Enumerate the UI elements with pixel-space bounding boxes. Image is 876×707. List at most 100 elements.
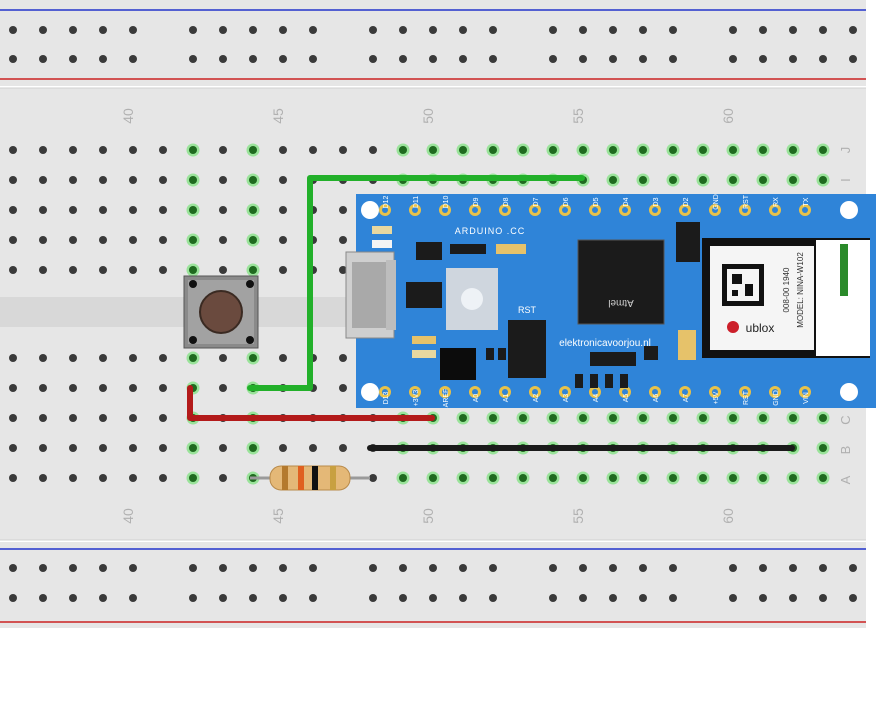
breadboard-hole — [219, 206, 227, 214]
breadboard-hole — [189, 354, 197, 362]
column-number: 45 — [270, 108, 286, 124]
breadboard-hole — [459, 55, 467, 63]
breadboard-hole — [699, 146, 707, 154]
breadboard-hole — [279, 564, 287, 572]
breadboard-hole — [399, 594, 407, 602]
arduino-pin-hole — [412, 207, 418, 213]
arduino-pin-hole — [802, 207, 808, 213]
breadboard-hole — [189, 55, 197, 63]
breadboard-hole — [219, 266, 227, 274]
pin-label: GND — [713, 194, 720, 210]
breadboard-hole — [429, 55, 437, 63]
breadboard-hole — [249, 26, 257, 34]
breadboard-hole — [669, 55, 677, 63]
arduino-pin-hole — [622, 389, 628, 395]
breadboard-hole — [69, 206, 77, 214]
breadboard-hole — [549, 474, 557, 482]
ublox-logo-icon — [727, 321, 739, 333]
arduino-pin-hole — [652, 207, 658, 213]
breadboard-hole — [249, 564, 257, 572]
breadboard-hole — [579, 414, 587, 422]
breadboard-hole — [9, 206, 17, 214]
chip-logo-text: Atmel — [608, 297, 634, 308]
breadboard-hole — [129, 146, 137, 154]
breadboard-hole — [249, 266, 257, 274]
breadboard-hole — [339, 384, 347, 392]
breadboard-hole — [729, 414, 737, 422]
breadboard-hole — [9, 266, 17, 274]
breadboard-hole — [609, 146, 617, 154]
breadboard-hole — [9, 354, 17, 362]
breadboard-hole — [279, 266, 287, 274]
column-number: 50 — [420, 108, 436, 124]
breadboard-hole — [129, 206, 137, 214]
pin-label: A4 — [593, 394, 600, 403]
breadboard-hole — [69, 564, 77, 572]
breadboard-hole — [819, 444, 827, 452]
breadboard-hole — [459, 564, 467, 572]
breadboard-hole — [729, 146, 737, 154]
breadboard-hole — [99, 474, 107, 482]
breadboard-hole — [159, 444, 167, 452]
arduino-pin-hole — [712, 207, 718, 213]
breadboard-hole — [519, 414, 527, 422]
breadboard-hole — [579, 146, 587, 154]
breadboard-hole — [189, 474, 197, 482]
breadboard-hole — [189, 236, 197, 244]
breadboard-hole — [609, 55, 617, 63]
breadboard-hole — [759, 414, 767, 422]
breadboard-hole — [639, 564, 647, 572]
breadboard-hole — [729, 594, 737, 602]
breadboard-hole — [339, 354, 347, 362]
arduino-pin-hole — [442, 207, 448, 213]
breadboard-hole — [459, 594, 467, 602]
breadboard-hole — [609, 176, 617, 184]
breadboard-hole — [279, 176, 287, 184]
pin-label: TX — [803, 197, 810, 206]
breadboard-hole — [159, 206, 167, 214]
breadboard-hole — [399, 55, 407, 63]
power-rail-top — [0, 0, 866, 86]
breadboard-hole — [129, 474, 137, 482]
breadboard-hole — [189, 176, 197, 184]
breadboard-hole — [249, 594, 257, 602]
breadboard-hole — [99, 594, 107, 602]
breadboard-hole — [99, 55, 107, 63]
usb-connector-icon — [345, 251, 396, 339]
arduino-pin-hole — [622, 207, 628, 213]
arduino-pin-hole — [682, 389, 688, 395]
breadboard-hole — [609, 564, 617, 572]
breadboard-hole — [129, 26, 137, 34]
breadboard-hole — [819, 176, 827, 184]
breadboard-hole — [819, 55, 827, 63]
pin-label: A5 — [623, 394, 630, 403]
breadboard-hole — [369, 474, 377, 482]
pin-label: D4 — [623, 197, 630, 206]
breadboard-hole — [309, 26, 317, 34]
breadboard-hole — [99, 564, 107, 572]
breadboard-hole — [549, 594, 557, 602]
breadboard-hole — [279, 26, 287, 34]
breadboard-hole — [9, 55, 17, 63]
column-number: 60 — [720, 108, 736, 124]
breadboard-hole — [39, 474, 47, 482]
breadboard-hole — [429, 146, 437, 154]
pin-label: GND — [773, 390, 780, 406]
breadboard-hole — [219, 26, 227, 34]
breadboard-hole — [609, 594, 617, 602]
breadboard-hole — [489, 414, 497, 422]
breadboard-hole — [129, 594, 137, 602]
breadboard-hole — [9, 146, 17, 154]
breadboard-hole — [39, 594, 47, 602]
breadboard-hole — [399, 26, 407, 34]
breadboard-hole — [39, 384, 47, 392]
arduino-pin-hole — [472, 207, 478, 213]
breadboard-hole — [759, 55, 767, 63]
breadboard-hole — [579, 26, 587, 34]
breadboard-hole — [759, 176, 767, 184]
breadboard-hole — [669, 146, 677, 154]
breadboard-hole — [579, 474, 587, 482]
breadboard-hole — [39, 146, 47, 154]
breadboard-hole — [729, 176, 737, 184]
breadboard-hole — [219, 354, 227, 362]
